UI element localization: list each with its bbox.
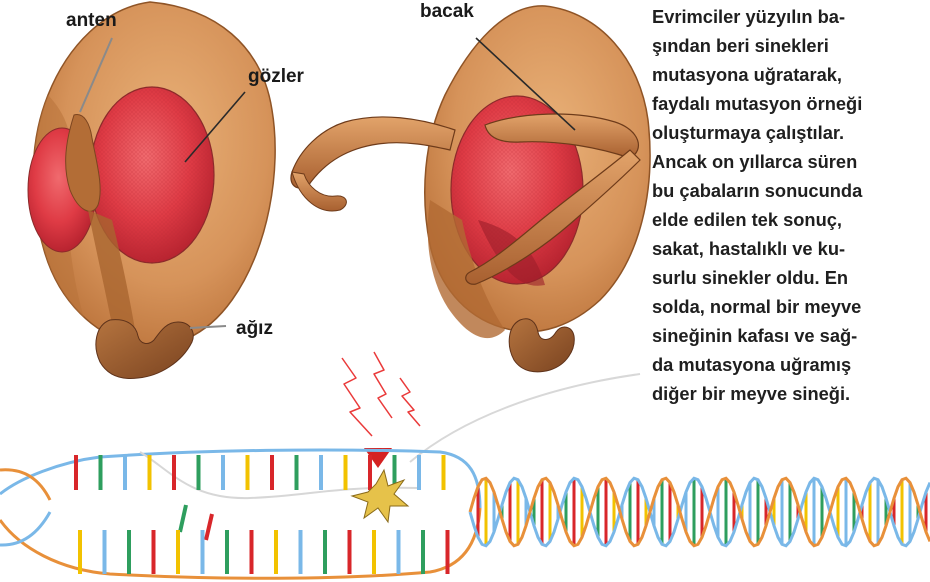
- caption-line: şından beri sinekleri: [652, 31, 930, 60]
- dna-base-loose: [206, 514, 212, 540]
- caption-line: elde edilen tek sonuç,: [652, 205, 930, 234]
- mutant-leg-left-lower: [292, 172, 346, 211]
- caption-line: diğer bir meyve sineği.: [652, 379, 930, 408]
- caption-paragraph: Evrimciler yüzyılın ba-şından beri sinek…: [652, 2, 930, 408]
- free-strand: [410, 374, 640, 462]
- label-mouth: ağız: [236, 318, 273, 339]
- caption-line: Evrimciler yüzyılın ba-: [652, 2, 930, 31]
- dna-strand-blue-upper: [0, 450, 480, 508]
- label-leg: bacak: [420, 1, 474, 22]
- caption-line: sineğinin kafası ve sağ-: [652, 321, 930, 350]
- dna-double-helix: [0, 450, 930, 578]
- caption-line: faydalı mutasyon örneği: [652, 89, 930, 118]
- caption-line: bu çabaların sonucunda: [652, 176, 930, 205]
- caption-line: oluşturmaya çalıştılar.: [652, 118, 930, 147]
- dna-base-loose: [180, 505, 186, 532]
- lightning-icon: [342, 352, 420, 436]
- label-eyes: gözler: [248, 66, 305, 87]
- mutant-fly-head: [291, 6, 650, 372]
- label-antenna: anten: [66, 10, 117, 31]
- caption-line: Ancak on yıllarca süren: [652, 147, 930, 176]
- dna-strand-orange-upper: [0, 470, 50, 500]
- caption-line: solda, normal bir meyve: [652, 292, 930, 321]
- mutation-star-icon: [352, 470, 408, 522]
- caption-line: surlu sinekler oldu. En: [652, 263, 930, 292]
- caption-line: mutasyona uğratarak,: [652, 60, 930, 89]
- dna-strand-orange-lower: [0, 508, 480, 578]
- caption-line: sakat, hastalıklı ve ku-: [652, 234, 930, 263]
- caption-line: da mutasyona uğramış: [652, 350, 930, 379]
